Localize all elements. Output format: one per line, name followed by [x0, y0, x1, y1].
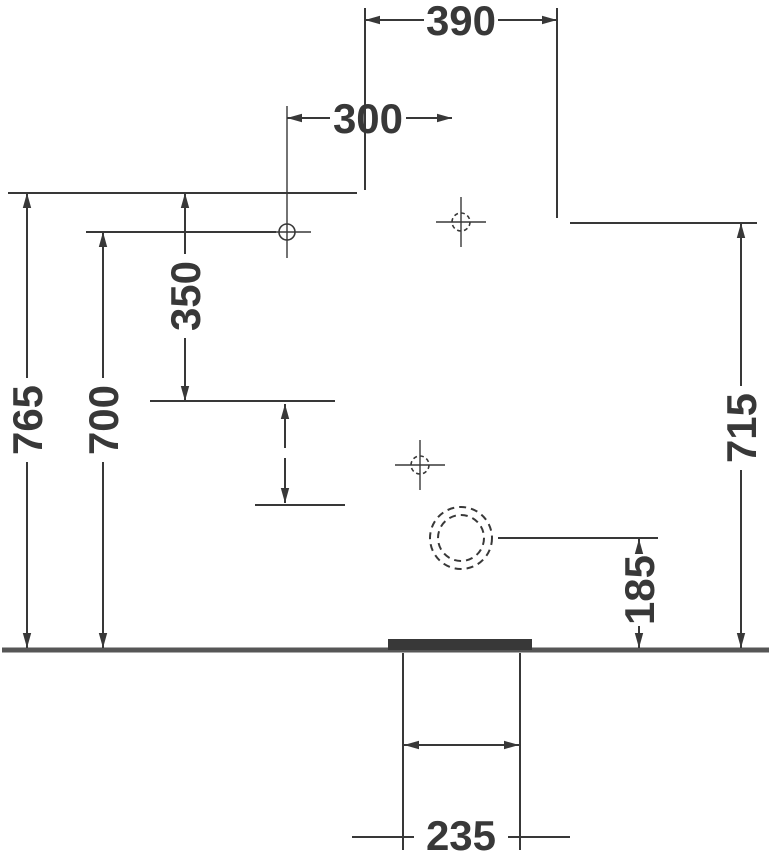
dim-235-label: 235: [426, 812, 496, 859]
left-fixing-hole: [86, 106, 311, 258]
dimension-350: 350: [150, 193, 335, 402]
dim-185-label: 185: [616, 555, 663, 625]
middle-connection-point: [395, 440, 445, 490]
dim-765-label: 765: [4, 385, 51, 455]
top-hole-circle: [451, 212, 471, 232]
left-hole-circle: [278, 223, 296, 241]
top-fixing-hole: [436, 197, 486, 247]
dimension-700: 700: [80, 232, 127, 648]
dimension-765: 765: [4, 193, 51, 648]
dimension-390: 390: [364, 0, 558, 218]
dim-390-label: 390: [426, 0, 496, 44]
dim-715-label: 715: [718, 393, 765, 463]
drain-outer-circle: [429, 506, 493, 570]
dim-300-label: 300: [333, 95, 403, 142]
dimension-715: 715: [570, 222, 765, 648]
dimension-300: 300: [287, 95, 452, 142]
drain-outlet: [429, 506, 493, 570]
middle-point-circle: [410, 455, 430, 475]
dimension-235: 235: [352, 653, 570, 859]
dim-350-label: 350: [162, 261, 209, 331]
auxiliary-reference: [255, 404, 345, 506]
dim-700-label: 700: [80, 385, 127, 455]
dimension-185: 185: [498, 537, 663, 648]
drain-inner-circle: [437, 514, 485, 562]
fixture-base-section: [388, 639, 532, 650]
